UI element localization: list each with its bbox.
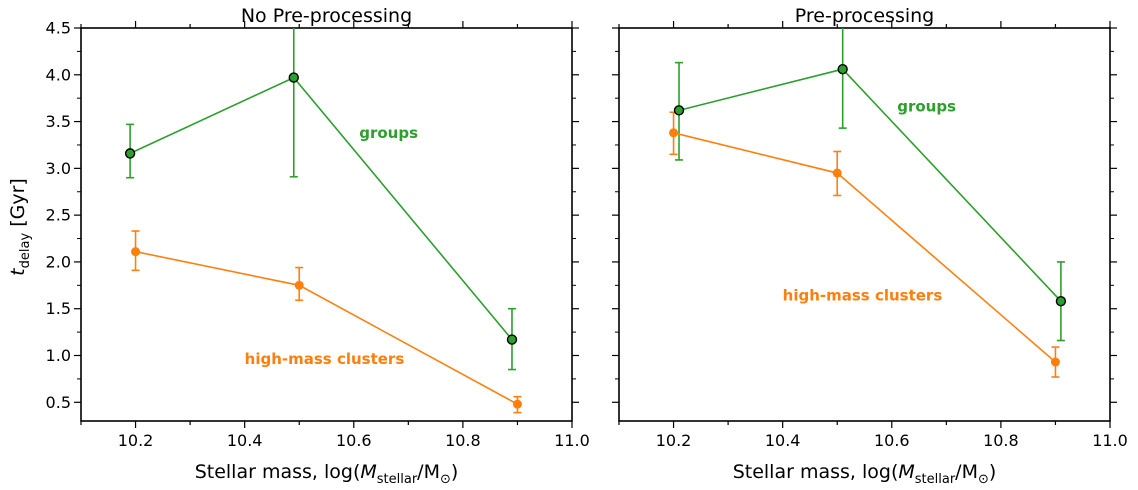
x-axis-label-part: /M [955, 461, 978, 483]
data-point-high-mass-clusters [294, 280, 304, 290]
data-point-high-mass-clusters [1050, 357, 1060, 367]
data-point-high-mass-clusters [669, 128, 679, 138]
y-tick-label: 2.5 [46, 206, 71, 225]
x-axis-label-part: ) [451, 461, 458, 483]
x-axis-label-part: ) [989, 461, 996, 483]
annotation-label: groups [897, 98, 956, 116]
x-axis-label-part: ⊙ [978, 472, 989, 487]
panel-title: Pre-processing [795, 5, 934, 27]
x-axis-label-part: Stellar mass, log( [733, 461, 899, 483]
x-tick-label: 10.6 [874, 431, 910, 450]
annotation-label: high-mass clusters [783, 287, 943, 305]
y-tick-label: 1.0 [46, 346, 71, 365]
y-tick-label: 3.0 [46, 159, 71, 178]
annotation-label: high-mass clusters [245, 350, 405, 368]
x-tick-label: 10.4 [765, 431, 801, 450]
data-point-groups [837, 63, 848, 75]
data-point-groups [1055, 296, 1067, 307]
x-tick-label: 10.4 [227, 431, 263, 450]
y-tick-label: 2.0 [46, 252, 71, 271]
x-axis-label-part: stellar [377, 472, 418, 487]
x-axis-label-part: stellar [915, 472, 956, 487]
data-point-high-mass-clusters [512, 399, 522, 409]
data-point-groups [124, 148, 136, 159]
data-point-groups [506, 334, 518, 345]
data-point-groups [673, 105, 685, 116]
y-tick-label: 1.5 [46, 299, 71, 318]
x-axis-label: Stellar mass, log(Mstellar/M⊙) [733, 461, 997, 487]
x-axis-label-part: Stellar mass, log( [195, 461, 361, 483]
x-tick-label: 11.0 [554, 431, 590, 450]
x-axis-label: Stellar mass, log(Mstellar/M⊙) [195, 461, 459, 487]
x-tick-label: 10.6 [336, 431, 372, 450]
y-tick-label: 0.5 [46, 393, 71, 412]
annotation-label: groups [359, 124, 418, 142]
x-tick-label: 10.2 [118, 431, 154, 450]
panel-title: No Pre-processing [241, 5, 412, 27]
x-tick-label: 10.8 [445, 431, 481, 450]
y-tick-label: 3.5 [46, 112, 71, 131]
plot-frame [618, 27, 1111, 422]
series-line-high-mass-clusters [673, 132, 1056, 363]
x-tick-label: 11.0 [1092, 431, 1128, 450]
data-point-groups [288, 72, 299, 83]
series-line-high-mass-clusters [135, 250, 518, 405]
series-line-groups [129, 76, 513, 341]
x-axis-label-part: M [360, 461, 376, 483]
plot-area [669, 28, 1065, 378]
series-line-groups [678, 68, 1062, 302]
y-axis-label: tdelay [Gyr] [7, 178, 33, 276]
x-tick-label: 10.8 [983, 431, 1019, 450]
y-tick-label: 4.5 [46, 19, 71, 38]
x-tick-label: 10.2 [656, 431, 692, 450]
data-point-high-mass-clusters [832, 168, 842, 178]
data-point-high-mass-clusters [131, 247, 141, 257]
plot-frame [80, 27, 573, 422]
x-axis-label-part: ⊙ [440, 472, 451, 487]
panel-preprocessing: Pre-processing 10.2 10.4 10.6 10.8 11.0Stella… [612, 5, 1128, 487]
x-axis-label-part: /M [417, 461, 440, 483]
x-axis-label-part: M [898, 461, 914, 483]
y-tick-label: 4.0 [46, 65, 71, 84]
panel-no-preprocessing: No Pre-processing 10.2 10.4 10.6 10.8 11.0 0.5… [46, 5, 590, 487]
